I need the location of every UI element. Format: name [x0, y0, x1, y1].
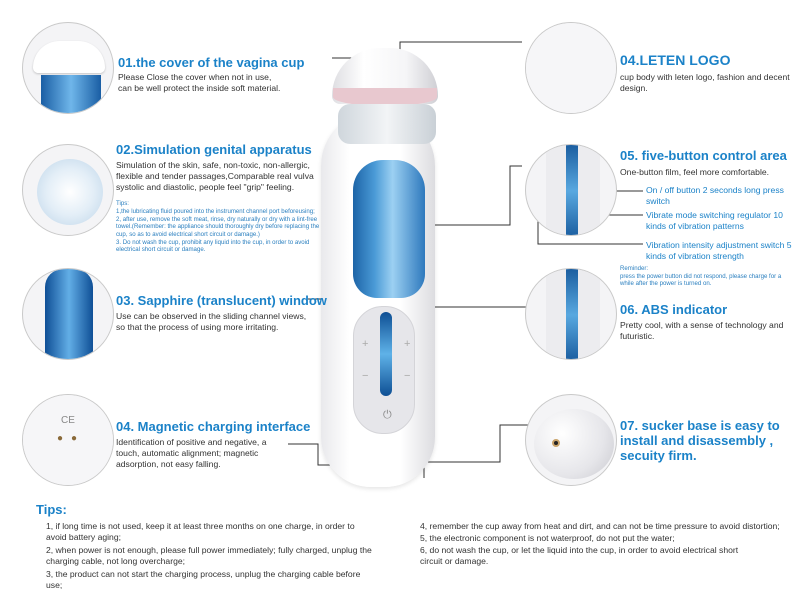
indicator-photo [525, 268, 617, 360]
f05-reminder-title: Reminder: [620, 265, 649, 272]
l04-title: 04.LETEN LOGO [620, 52, 731, 68]
f02-title: 02.Simulation genital apparatus [116, 142, 312, 157]
abs-indicator-shape [566, 269, 578, 359]
tip-6: 6, do not wash the cup, or let the liqui… [420, 545, 739, 566]
f05-title: 05. five-button control area [620, 148, 787, 163]
base-hole-shape [552, 439, 560, 447]
f03-desc: Use can be observed in the sliding chann… [116, 311, 307, 332]
tips-title: Tips: [36, 502, 67, 517]
f04-desc: Identification of positive and negative,… [116, 437, 267, 469]
f02-tips-3: 3. Do not wash the cup, prohibit any liq… [116, 239, 310, 254]
sapphire-window-shape [45, 269, 93, 359]
f05-button-2: Vibrate mode switching regulator 10 kind… [646, 210, 783, 231]
base-photo [525, 394, 617, 486]
f05-button-3: Vibration intensity adjustment switch 5 … [646, 240, 792, 261]
f01-title: 01.the cover of the vagina cup [118, 55, 305, 70]
f05-reminder: press the power button did not respond, … [620, 273, 782, 288]
device-cap-rim [333, 88, 437, 106]
device-sapphire-window [353, 160, 425, 298]
sleeve-photo [22, 144, 114, 236]
power-button[interactable]: ⏻ [383, 409, 392, 421]
f02-tips-2: 2, after use, remove the soft meat, rins… [116, 216, 320, 238]
cup-body-shape [526, 23, 616, 113]
indicator-slot-shape [566, 145, 578, 235]
logo-photo [525, 22, 617, 114]
cover-shape [33, 41, 105, 73]
device-indicator-strip [380, 312, 392, 396]
tip-5: 5, the electronic component is not water… [420, 533, 675, 543]
plus-button-right[interactable]: + [404, 338, 411, 350]
f06-title: 06. ABS indicator [620, 302, 728, 317]
ce-mark: CE [61, 415, 75, 426]
tip-4: 4, remember the cup away from heat and d… [420, 521, 780, 531]
f02-desc: Simulation of the skin, safe, non-toxic,… [116, 160, 314, 192]
minus-button-left[interactable]: − [362, 370, 369, 382]
sucker-base-shape [534, 409, 614, 479]
f04-title: 04. Magnetic charging interface [116, 419, 311, 434]
f02-tips-title: Tips: [116, 200, 129, 207]
cover-photo [22, 22, 114, 114]
sleeve-shape [37, 159, 103, 225]
f06-desc: Pretty cool, with a sense of technology … [620, 320, 784, 341]
tip-1: 1, if long time is not used, keep it at … [46, 521, 355, 542]
f05-button-1: On / off button 2 seconds long press swi… [646, 185, 784, 206]
minus-button-right[interactable]: − [404, 370, 411, 382]
tip-3: 3, the product can not start the chargin… [46, 569, 361, 590]
charging-contacts: ●● [57, 433, 86, 444]
window-photo [22, 268, 114, 360]
f02-tips-1: 1,the lubricating fluid poured into the … [116, 208, 315, 215]
plus-button-left[interactable]: + [362, 338, 369, 350]
f01-desc: Please Close the cover when not in use, … [118, 72, 281, 93]
f07-title: 07. sucker base is easy to install and d… [620, 418, 780, 463]
tip-2: 2, when power is not enough, please full… [46, 545, 372, 566]
f03-title: 03. Sapphire (translucent) window [116, 293, 327, 308]
f05-desc: One-button film, feel more comfortable. [620, 167, 770, 177]
device-bottom-shape [23, 395, 113, 485]
control-photo [525, 144, 617, 236]
charging-photo: CE ●● [22, 394, 114, 486]
l04-desc: cup body with leten logo, fashion and de… [620, 72, 790, 93]
cup-window-shape [41, 75, 101, 113]
device-neck [338, 104, 436, 144]
